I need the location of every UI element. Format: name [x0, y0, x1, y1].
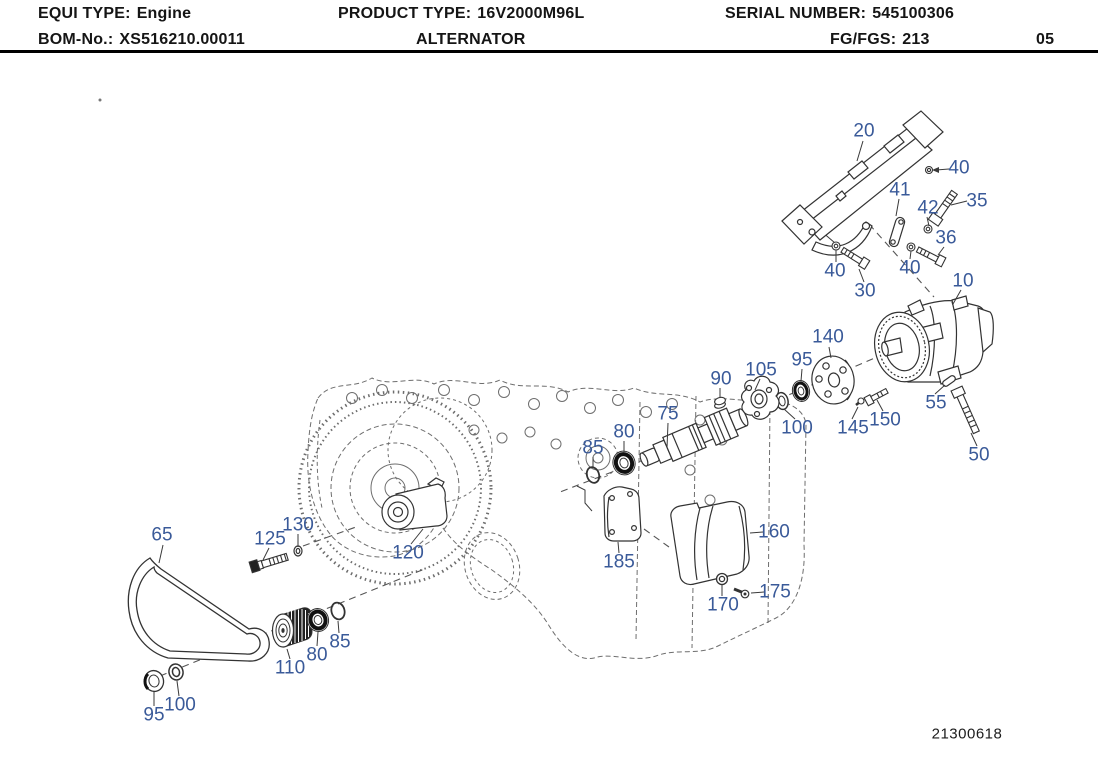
callout-95-right: 95	[791, 349, 813, 371]
product-type-value: 16V2000M96L	[477, 5, 585, 22]
part-bolt-150	[863, 387, 889, 407]
part-washer-170	[715, 572, 729, 586]
part-nut-40-left	[831, 241, 841, 251]
callout-140: 140	[812, 326, 844, 348]
callout-95-left: 95	[143, 704, 165, 726]
part-screw-175	[733, 587, 750, 599]
part-bolt-36	[915, 246, 947, 268]
header-divider	[0, 50, 1098, 53]
callout-110: 110	[274, 657, 306, 679]
callout-20: 20	[853, 120, 875, 142]
part-drive-flange-140	[811, 355, 855, 405]
callout-80-left: 80	[306, 644, 328, 666]
equi-type-field: EQUI TYPE: Engine	[38, 5, 191, 23]
callout-10: 10	[952, 270, 974, 292]
part-coupling-105	[740, 375, 780, 420]
equi-type-value: Engine	[136, 5, 192, 22]
callout-41: 41	[889, 179, 911, 201]
part-nut-42	[923, 224, 933, 234]
callout-160: 160	[758, 521, 790, 543]
bom-label: BOM-No.:	[38, 31, 114, 48]
fg-fgs-value: 213	[902, 31, 930, 48]
callout-145: 145	[837, 417, 869, 439]
part-oring-85-right	[585, 466, 601, 484]
callout-36: 36	[935, 227, 957, 249]
part-tensioner-120	[381, 477, 448, 531]
part-bearing-80-right	[612, 450, 636, 476]
callout-50: 50	[968, 444, 990, 466]
fg-fgs-label: FG/FGS:	[830, 31, 897, 48]
part-vbelt-65	[127, 557, 270, 662]
part-pulley-110	[271, 607, 313, 648]
callout-80-right: 80	[613, 421, 635, 443]
part-link-41	[888, 216, 906, 248]
part-key-55	[942, 375, 956, 387]
part-nut-40-top	[924, 165, 934, 175]
callout-170: 170	[707, 594, 739, 616]
callout-65: 65	[151, 524, 173, 546]
part-nut-40-mid	[906, 242, 916, 252]
print-dot	[98, 98, 102, 102]
product-type-field: PRODUCT TYPE: 16V2000M96L	[338, 5, 584, 23]
callout-175: 175	[759, 581, 791, 603]
part-alternator-10	[874, 295, 994, 385]
product-type-label: PRODUCT TYPE:	[338, 5, 472, 22]
callout-150: 150	[869, 409, 901, 431]
assembly-axis-lines	[159, 223, 935, 677]
callout-125: 125	[254, 528, 286, 550]
callout-40-mid: 40	[899, 257, 921, 279]
callout-100-left: 100	[164, 694, 196, 716]
part-bolt-125	[248, 552, 289, 574]
match-mark	[576, 485, 593, 512]
callout-55: 55	[925, 392, 947, 414]
callout-85-left: 85	[329, 631, 351, 653]
bom-number-field: BOM-No.: XS516210.00011	[38, 31, 245, 49]
part-belt-guard-160	[670, 500, 750, 586]
drawing-number: 21300618	[931, 725, 1003, 743]
part-bearing-95-right	[791, 380, 811, 402]
serial-number-field: SERIAL NUMBER: 545100306	[725, 5, 954, 23]
callout-leader-lines	[153, 140, 978, 706]
part-bearing-80-left	[306, 608, 330, 632]
callout-100-right: 100	[781, 417, 813, 439]
engine-block-sketch	[297, 377, 807, 660]
part-bolt-50	[950, 385, 981, 435]
part-shaft-75	[639, 407, 749, 467]
serial-number-label: SERIAL NUMBER:	[725, 5, 867, 22]
sheet-number: 05	[1036, 31, 1055, 48]
part-oring-85-left	[330, 601, 346, 621]
part-nut-95-left	[143, 669, 165, 693]
fg-fgs-field: FG/FGS: 213	[830, 31, 930, 49]
part-screw-145	[855, 397, 865, 406]
callout-42: 42	[917, 197, 939, 219]
part-nut-90	[714, 396, 726, 409]
callout-75: 75	[657, 403, 679, 425]
callout-185: 185	[603, 551, 635, 573]
callout-130: 130	[282, 514, 314, 536]
serial-number-value: 545100306	[872, 5, 955, 22]
callout-40-left: 40	[824, 260, 846, 282]
callout-105: 105	[745, 359, 777, 381]
callout-40-top: 40	[948, 157, 970, 179]
part-bracket-plate-185	[603, 486, 642, 542]
equi-type-label: EQUI TYPE:	[38, 5, 131, 22]
part-washer-100-left	[168, 663, 184, 681]
part-washer-130	[293, 545, 303, 557]
sheet-title: ALTERNATOR	[416, 31, 526, 48]
callout-30: 30	[854, 280, 876, 302]
bom-value: XS516210.00011	[119, 31, 245, 48]
part-bolt-30	[840, 246, 871, 270]
callout-90: 90	[710, 368, 732, 390]
callout-120: 120	[392, 542, 424, 564]
callout-85-right: 85	[582, 437, 604, 459]
part-bolt-35	[927, 189, 959, 227]
callout-35: 35	[966, 190, 988, 212]
